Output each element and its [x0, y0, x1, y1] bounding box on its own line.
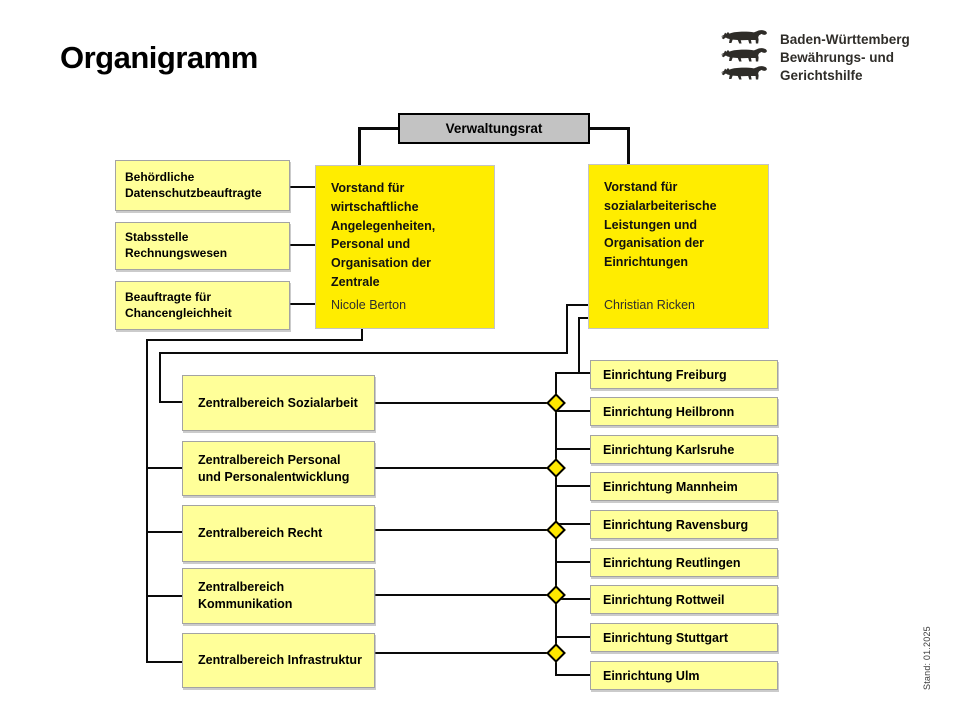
node-einrichtung-reutlingen: Einrichtung Reutlingen	[590, 548, 778, 577]
lion-icon	[721, 48, 767, 62]
node-einrichtung-karlsruhe: Einrichtung Karlsruhe	[590, 435, 778, 464]
node-label: Zentralbereich Infrastruktur	[198, 653, 362, 668]
connector-line	[375, 652, 556, 654]
connector-line	[146, 339, 148, 663]
node-label: Zentralbereich Sozialarbeit	[198, 395, 358, 410]
node-label: Einrichtung Ravensburg	[603, 517, 749, 532]
coat-of-arms-lions-icon	[719, 29, 771, 85]
connector-line	[627, 127, 630, 165]
logo-line-3: Gerichtshilfe	[780, 67, 863, 83]
page-title: Organigramm	[60, 40, 258, 75]
connector-line	[358, 127, 398, 130]
connector-line	[555, 410, 590, 412]
connector-line	[146, 467, 182, 469]
node-einrichtung-freiburg: Einrichtung Freiburg	[590, 360, 778, 389]
connector-line	[146, 595, 182, 597]
connector-line	[159, 352, 568, 354]
node-label: Einrichtung Reutlingen	[603, 555, 741, 570]
node-title: Vorstand für wirtschaftliche Angelegenhe…	[331, 181, 436, 289]
node-label: Einrichtung Heilbronn	[603, 404, 735, 419]
connector-line	[578, 317, 588, 319]
node-vorstand-sozialarbeit: Vorstand für sozialarbeiterische Leistun…	[588, 164, 769, 329]
logo-line-2: Bewährungs- und	[780, 49, 894, 65]
junction-diamond	[546, 458, 566, 478]
connector-line	[375, 402, 556, 404]
connector-line	[375, 529, 556, 531]
connector-line	[566, 304, 568, 354]
node-label: Einrichtung Mannheim	[603, 479, 738, 494]
junction-diamond	[546, 585, 566, 605]
connector-line	[361, 329, 363, 341]
node-einrichtung-ulm: Einrichtung Ulm	[590, 661, 778, 690]
connector-line	[159, 401, 182, 403]
connector-line	[555, 485, 590, 487]
connector-line	[375, 594, 556, 596]
org-logo: Baden-Württemberg Bewährungs- und Gerich…	[719, 29, 910, 85]
node-label: Einrichtung Rottweil	[603, 592, 725, 607]
person-name: Nicole Berton	[331, 298, 407, 313]
node-label: Zentralbereich Personal und Personalentw…	[198, 452, 350, 484]
connector-line	[555, 598, 590, 600]
connector-line	[358, 127, 361, 165]
node-label: Beauftragte für Chancengleichheit	[125, 289, 232, 320]
connector-line	[290, 186, 315, 188]
node-label: Verwaltungsrat	[445, 121, 543, 136]
node-label: Behördliche Datenschutzbeauftragte	[125, 169, 262, 200]
node-einrichtung-stuttgart: Einrichtung Stuttgart	[590, 623, 778, 652]
node-label: Einrichtung Freiburg	[603, 367, 727, 382]
node-label: Einrichtung Karlsruhe	[603, 442, 735, 457]
node-label: Zentralbereich Kommunikation	[198, 580, 293, 611]
node-zentralbereich-infrastruktur: Zentralbereich Infrastruktur	[182, 633, 375, 688]
person-name: Christian Ricken	[604, 298, 696, 313]
node-label: Einrichtung Stuttgart	[603, 630, 728, 645]
node-zentralbereich-recht: Zentralbereich Recht	[182, 505, 375, 562]
version-note: Stand: 01.2025	[922, 626, 932, 690]
lion-icon	[721, 30, 767, 44]
node-datenschutzbeauftragte: Behördliche Datenschutzbeauftragte	[115, 160, 290, 211]
connector-line	[555, 448, 590, 450]
logo-text: Baden-Württemberg Bewährungs- und Gerich…	[780, 31, 910, 85]
node-zentralbereich-personal: Zentralbereich Personal und Personalentw…	[182, 441, 375, 496]
connector-line	[590, 127, 630, 130]
node-label: Stabsstelle Rechnungswesen	[125, 230, 228, 260]
logo-line-1: Baden-Württemberg	[780, 32, 910, 47]
lion-icon	[721, 66, 767, 80]
node-label: Zentralbereich Recht	[198, 526, 323, 541]
connector-line	[146, 339, 363, 341]
connector-line	[578, 317, 580, 374]
node-beauftragte-chancengleichheit: Beauftragte für Chancengleichheit	[115, 281, 290, 330]
node-label: Einrichtung Ulm	[603, 668, 700, 683]
connector-line	[555, 674, 590, 676]
connector-line	[146, 661, 182, 663]
connector-line	[159, 352, 161, 403]
node-einrichtung-ravensburg: Einrichtung Ravensburg	[590, 510, 778, 539]
connector-line	[146, 531, 182, 533]
node-zentralbereich-sozialarbeit: Zentralbereich Sozialarbeit	[182, 375, 375, 431]
connector-line	[375, 467, 556, 469]
connector-line	[566, 304, 588, 306]
connector-line	[555, 523, 590, 525]
node-einrichtung-rottweil: Einrichtung Rottweil	[590, 585, 778, 614]
node-zentralbereich-kommunikation: Zentralbereich Kommunikation	[182, 568, 375, 624]
junction-diamond	[546, 643, 566, 663]
node-vorstand-wirtschaft: Vorstand für wirtschaftliche Angelegenhe…	[315, 165, 495, 329]
node-title: Vorstand für sozialarbeiterische Leistun…	[604, 180, 717, 269]
connector-line	[290, 303, 315, 305]
connector-line	[555, 372, 590, 374]
node-einrichtung-heilbronn: Einrichtung Heilbronn	[590, 397, 778, 426]
node-einrichtung-mannheim: Einrichtung Mannheim	[590, 472, 778, 501]
connector-line	[555, 636, 590, 638]
node-stabsstelle-rechnungswesen: Stabsstelle Rechnungswesen	[115, 222, 290, 270]
node-verwaltungsrat: Verwaltungsrat	[398, 113, 590, 144]
connector-line	[555, 561, 590, 563]
connector-line	[290, 244, 315, 246]
